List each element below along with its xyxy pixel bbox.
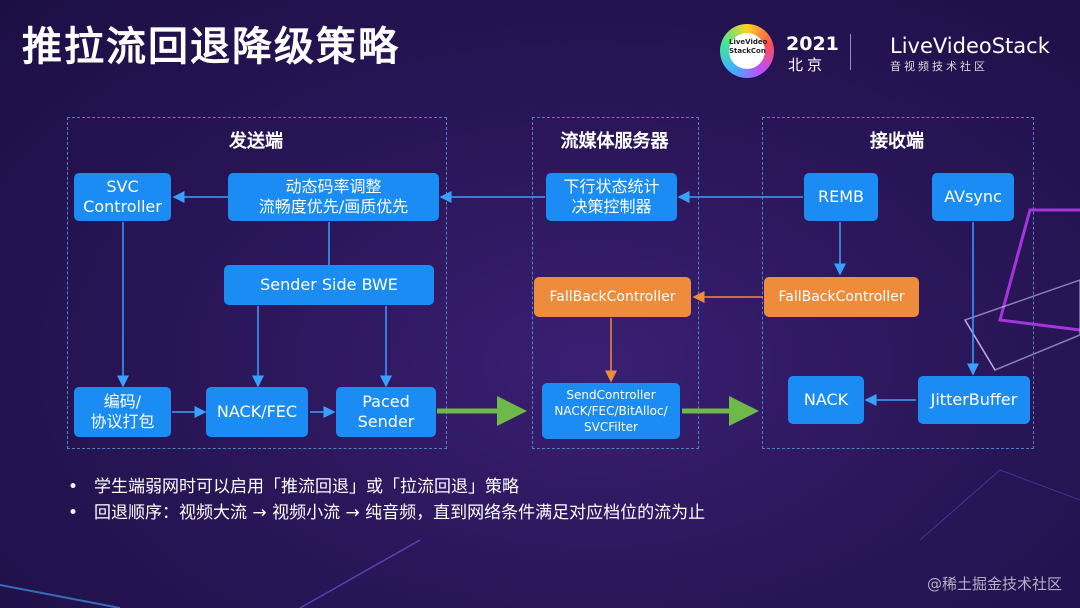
server-group-title: 流媒体服务器 bbox=[560, 131, 669, 152]
avsync-box: AVsync bbox=[932, 173, 1014, 221]
logo-divider bbox=[850, 34, 851, 70]
fallback-controller-server-box: FallBackController bbox=[534, 277, 691, 317]
brand-subtitle: 音视频技术社区 bbox=[890, 60, 988, 73]
logo-city: 北京 bbox=[788, 56, 827, 74]
fallback-controller-receiver-box: FallBackController bbox=[764, 277, 919, 317]
svc-controller-box: SVC Controller bbox=[74, 173, 171, 221]
downlink-stats-box: 下行状态统计 决策控制器 bbox=[546, 173, 677, 221]
watermark: @稀土掘金技术社区 bbox=[926, 575, 1062, 593]
server-group bbox=[532, 117, 699, 449]
brand-name: LiveVideoStack bbox=[890, 34, 1050, 58]
page-title: 推拉流回退降级策略 bbox=[22, 24, 400, 70]
logo-text: LiveVideo StackCon bbox=[729, 33, 767, 69]
sender-bwe-box: Sender Side BWE bbox=[224, 265, 434, 305]
sender-group-title: 发送端 bbox=[229, 131, 283, 152]
bullet-list: 学生端弱网时可以启用「推流回退」或「拉流回退」策略 回退顺序：视频大流 → 视频… bbox=[68, 474, 705, 526]
receiver-group-title: 接收端 bbox=[870, 131, 924, 152]
logo-year: 2021 bbox=[786, 33, 839, 55]
paced-sender-box: Paced Sender bbox=[336, 387, 436, 437]
conference-logo: LiveVideo StackCon bbox=[720, 24, 774, 78]
receiver-group bbox=[762, 117, 1034, 449]
jitter-buffer-box: JitterBuffer bbox=[918, 376, 1030, 424]
nack-receiver-box: NACK bbox=[788, 376, 864, 424]
nack-fec-sender-box: NACK/FEC bbox=[206, 387, 308, 437]
bullet-item: 回退顺序：视频大流 → 视频小流 → 纯音频，直到网络条件满足对应档位的流为止 bbox=[68, 500, 705, 526]
remb-box: REMB bbox=[804, 173, 878, 221]
encode-box: 编码/ 协议打包 bbox=[74, 387, 171, 437]
send-controller-box: SendController NACK/FEC/BitAlloc/ SVCFil… bbox=[542, 383, 680, 439]
sender-group bbox=[67, 117, 447, 449]
rate-adjust-box: 动态码率调整 流畅度优先/画质优先 bbox=[228, 173, 439, 221]
bullet-item: 学生端弱网时可以启用「推流回退」或「拉流回退」策略 bbox=[68, 474, 705, 500]
